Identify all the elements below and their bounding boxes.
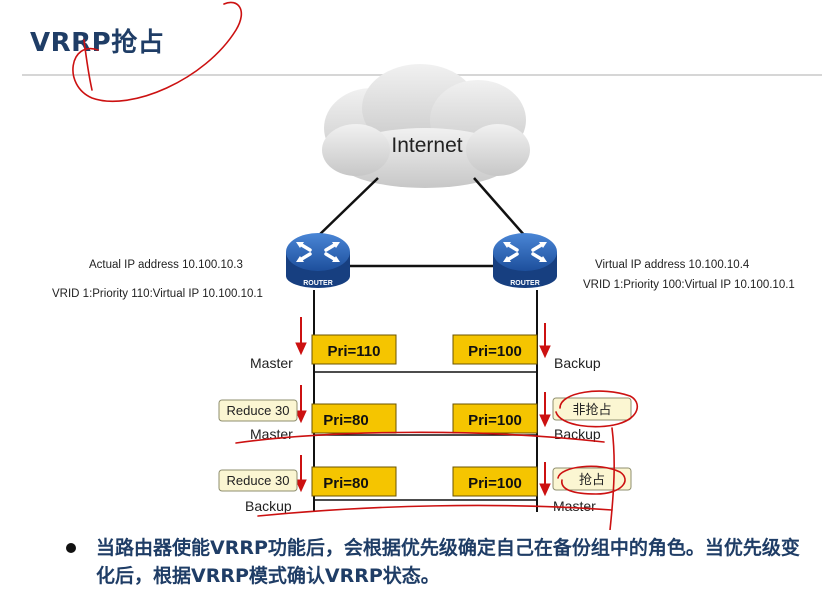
right-priority-box xyxy=(452,334,538,365)
right-router-icon xyxy=(493,233,557,288)
right-note-box xyxy=(552,467,632,491)
left-router-vrid: VRID 1:Priority 110:Virtual IP 10.100.10… xyxy=(52,288,263,300)
bullet-dot-icon xyxy=(66,543,76,553)
right-priority-value: Pri=100 xyxy=(468,412,522,429)
left-priority-box xyxy=(311,403,397,434)
handwritten-annotations xyxy=(72,1,639,530)
bullet-point: 当路由器使能VRRP功能后，会根据优先级确定自己在备份组中的角色。当优先级变化后… xyxy=(66,534,806,590)
right-note-text: 非抢占 xyxy=(572,402,611,417)
left-router-icon xyxy=(286,233,350,288)
left-note-text: Reduce 30 xyxy=(227,473,290,488)
right-priority-value: Pri=100 xyxy=(468,343,522,360)
priority-arrows xyxy=(295,317,551,497)
right-priority-box xyxy=(452,403,538,434)
left-note-text: Reduce 30 xyxy=(227,403,290,418)
left-role-label: Backup xyxy=(245,498,292,514)
right-priority-value: Pri=100 xyxy=(468,475,522,492)
left-priority-value: Pri=80 xyxy=(323,412,368,429)
left-priority-box xyxy=(311,334,397,365)
left-note-box xyxy=(218,469,298,492)
bullet-text: 当路由器使能VRRP功能后，会根据优先级确定自己在备份组中的角色。当优先级变化后… xyxy=(96,537,800,587)
uplink-left xyxy=(315,177,379,239)
uplink-right xyxy=(473,177,526,237)
right-router-label: ROUTER xyxy=(510,280,540,287)
page-title: VRRP抢占 xyxy=(30,28,165,58)
right-router-vrid: VRID 1:Priority 100:Virtual IP 10.100.10… xyxy=(583,279,795,291)
right-note-text: 抢占 xyxy=(579,472,605,487)
right-note-box xyxy=(552,397,632,421)
left-router-ip: Actual IP address 10.100.10.3 xyxy=(89,259,243,271)
left-router-label: ROUTER xyxy=(303,280,333,287)
right-priority-box xyxy=(452,466,538,497)
vrrp-diagram: Internet ROUTER ROUTER Actual IP address… xyxy=(52,1,795,530)
left-role-label: Master xyxy=(250,355,293,371)
internet-cloud xyxy=(322,64,530,188)
left-note-box xyxy=(218,399,298,422)
right-router-ip: Virtual IP address 10.100.10.4 xyxy=(595,259,750,271)
left-priority-box xyxy=(311,466,397,497)
cloud-label: Internet xyxy=(391,134,462,157)
left-priority-value: Pri=80 xyxy=(323,475,368,492)
right-role-label: Backup xyxy=(554,355,601,371)
right-role-label: Master xyxy=(553,498,596,514)
left-priority-value: Pri=110 xyxy=(328,343,381,360)
